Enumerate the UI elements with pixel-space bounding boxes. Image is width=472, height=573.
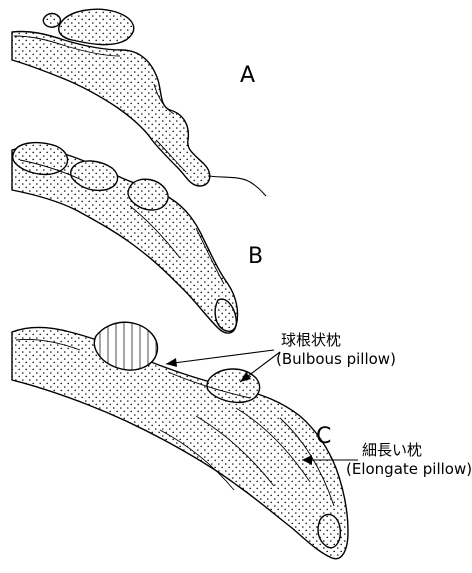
stage-c-letter: C — [316, 424, 331, 449]
bulbous-pillow-label-jp: 球根状枕 — [281, 331, 341, 349]
stage-b-letter: B — [248, 244, 263, 269]
stage-a-letter: A — [240, 63, 255, 88]
stage-a-small-lobe — [43, 14, 60, 28]
bulbous-arrowhead-1 — [166, 358, 177, 367]
bulbous-arrow-1 — [166, 350, 274, 364]
stage-a-lobe-top — [59, 9, 134, 44]
elongate-pillow-label-jp: 細長い枕 — [362, 441, 422, 459]
elongate-pillow-label-en: (Elongate pillow) — [346, 460, 472, 478]
bulbous-pillow-label-en: (Bulbous pillow) — [276, 350, 396, 368]
stage-a-tail — [208, 176, 266, 196]
